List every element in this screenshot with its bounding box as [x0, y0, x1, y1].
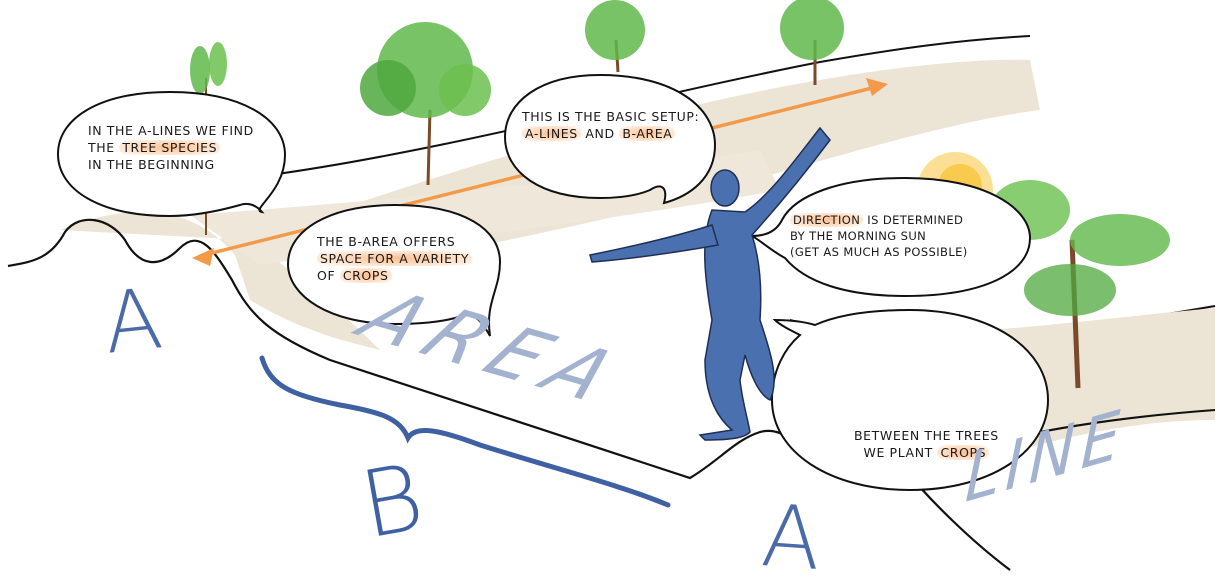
brace-b-area: [0, 0, 1221, 577]
illustration: IN THE A-LINES WE FIND THE TREE SPECIES …: [0, 0, 1221, 577]
